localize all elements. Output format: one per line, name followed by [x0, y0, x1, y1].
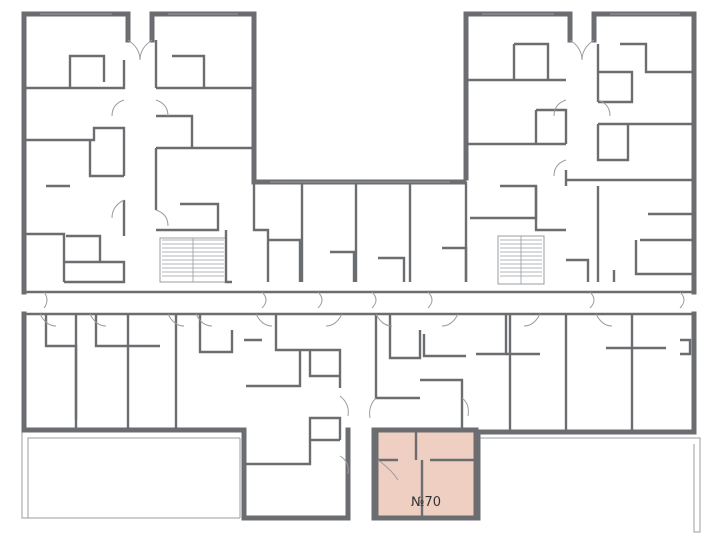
apartment-70-label: №70 — [411, 495, 441, 510]
terrace-outlines — [21, 432, 701, 533]
window-marks — [40, 13, 680, 183]
apartment-70[interactable]: №70 — [373, 427, 479, 521]
stairwell-left — [159, 237, 227, 283]
corridor — [24, 290, 694, 316]
door-swings — [39, 39, 685, 475]
central-north-rooms — [252, 182, 468, 282]
left-wing-rooms — [24, 40, 254, 284]
right-wing-rooms — [466, 42, 694, 282]
south-rooms — [44, 314, 692, 466]
stairwell-right — [497, 235, 545, 285]
